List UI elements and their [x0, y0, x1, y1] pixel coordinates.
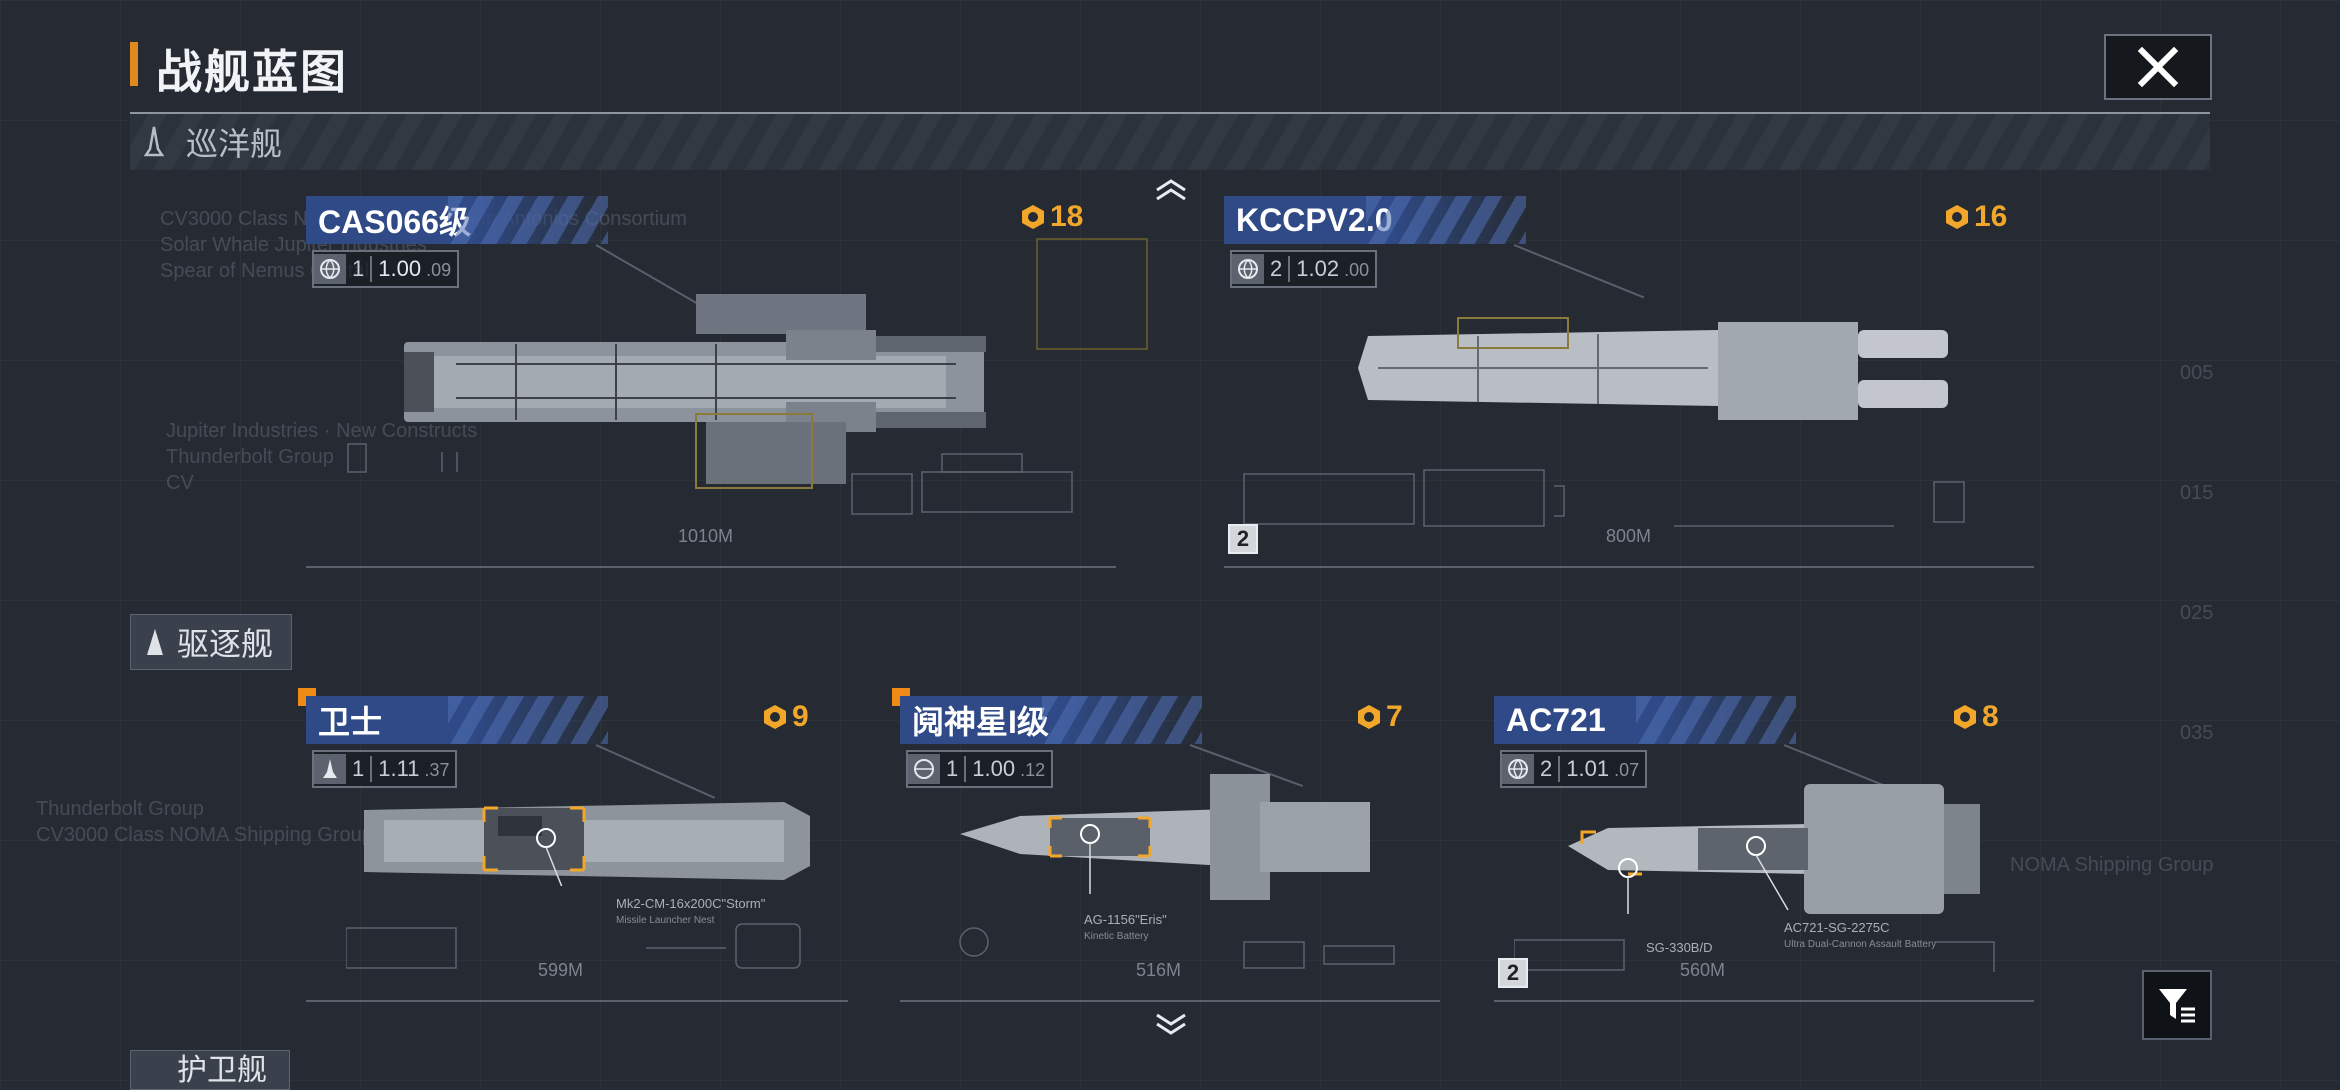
- ship-cost: 18: [1020, 200, 1083, 234]
- weapon-label-secondary: SG-330B/D: [1646, 940, 1713, 955]
- section-header-destroyer: 驱逐舰: [130, 614, 293, 670]
- filter-button[interactable]: [2142, 970, 2212, 1040]
- destroyer-icon: [147, 629, 163, 655]
- leader-line: [595, 744, 716, 799]
- ship-sprite: [1358, 317, 1948, 420]
- bg-text: 025: [2180, 602, 2214, 624]
- ship-card[interactable]: CAS066级 18 1 1.00 .09 1010M: [306, 196, 1148, 568]
- cost-hex-icon: [1946, 205, 1968, 229]
- section-label: 驱逐舰: [177, 626, 274, 662]
- globe-icon: [1232, 254, 1264, 284]
- ship-card[interactable]: 卫士 9 1 1.11 .37 Mk2-CM-16x200C"Storm"Mis…: [298, 688, 848, 1006]
- missile-icon: [314, 754, 346, 784]
- stat-sub: 07: [1619, 760, 1640, 780]
- ship-name: 阋神星I级: [900, 696, 1202, 744]
- close-button[interactable]: [2104, 34, 2212, 100]
- ship-stats: 2 1.01 .07: [1500, 750, 1648, 788]
- bg-text: 015: [2180, 482, 2214, 504]
- globe-icon: [314, 254, 346, 284]
- length-ruler: [306, 986, 848, 1002]
- count-badge: 2: [1228, 524, 1258, 554]
- ship-cost: 8: [1952, 700, 1999, 734]
- ship-stats: 1 1.00 .12: [906, 750, 1054, 788]
- divider: [130, 112, 2210, 114]
- stat-main: 1.02: [1296, 256, 1340, 281]
- ship-length: 516M: [1136, 960, 1182, 980]
- ship-card[interactable]: KCCPV2.0 16 2 1.02 .00 2 800M: [1224, 196, 2034, 568]
- ship-level: 1: [940, 756, 967, 782]
- stat-main: 1.01: [1566, 756, 1610, 781]
- ship-level: 1: [346, 256, 373, 282]
- ship-cost: 7: [1356, 700, 1403, 734]
- cruiser-icon: [143, 126, 165, 157]
- ship-name: 卫士: [306, 696, 608, 744]
- blueprint-sketch: [1514, 939, 1995, 972]
- ship-cost: 9: [762, 700, 809, 734]
- blueprint-sketch: [346, 923, 801, 969]
- ship-card[interactable]: 阋神星I级 7 1 1.00 .12 AG-1156"Eris"Kinetic …: [892, 688, 1440, 1006]
- length-ruler: [1494, 986, 2034, 1002]
- ship-length: 599M: [538, 960, 584, 980]
- ship-sprite: [1568, 784, 1980, 914]
- length-ruler: [900, 986, 1440, 1002]
- cost-hex-icon: [764, 705, 786, 729]
- target-frame: [1036, 238, 1148, 350]
- cost-hex-icon: [1954, 705, 1976, 729]
- count-badge: 2: [1498, 958, 1528, 988]
- stat-main: 1.11: [378, 756, 420, 781]
- bg-text: NOMA Shipping Group: [2010, 854, 2214, 876]
- close-icon: [2137, 46, 2179, 88]
- stat-main: 1.00: [378, 256, 422, 281]
- stat-sub: 12: [1025, 760, 1046, 780]
- chevron-down-icon[interactable]: [1154, 1012, 1188, 1036]
- length-ruler: [306, 552, 1116, 568]
- cost-hex-icon: [1022, 205, 1044, 229]
- globe-icon: [908, 754, 940, 784]
- title-accent: [130, 42, 138, 86]
- ship-name: CAS066级: [306, 196, 608, 244]
- bg-text: 035: [2180, 722, 2214, 744]
- ship-sprite: [404, 294, 986, 489]
- weapon-label: AG-1156"Eris"Kinetic Battery: [1084, 912, 1167, 942]
- chevron-up-icon[interactable]: [1154, 178, 1188, 202]
- blueprint-sketch: [347, 443, 1073, 515]
- ship-stats: 1 1.00 .09: [312, 250, 460, 288]
- length-ruler: [1224, 552, 2034, 568]
- ship-name: KCCPV2.0: [1224, 196, 1526, 244]
- section-header-next[interactable]: 护卫舰: [130, 1050, 290, 1090]
- ship-length: 800M: [1606, 526, 1652, 546]
- leader-line: [1513, 244, 1645, 299]
- ship-sprite: [960, 774, 1370, 900]
- bg-text: 005: [2180, 362, 2214, 384]
- filter-icon: [2159, 989, 2195, 1023]
- stat-sub: 37: [429, 760, 450, 780]
- stat-sub: 00: [1349, 260, 1370, 280]
- stat-main: 1.00: [972, 756, 1016, 781]
- blueprint-sketch: [959, 927, 1395, 969]
- ship-level: 2: [1264, 256, 1291, 282]
- ship-length: 1010M: [678, 526, 734, 546]
- blueprint-sketch: [1243, 469, 1965, 527]
- page-title: 战舰蓝图: [156, 46, 348, 98]
- ship-cost: 16: [1944, 200, 2007, 234]
- ship-level: 1: [346, 756, 373, 782]
- ship-level: 2: [1534, 756, 1561, 782]
- globe-icon: [1502, 754, 1534, 784]
- ship-name: AC721: [1494, 696, 1796, 744]
- ship-stats: 2 1.02 .00: [1230, 250, 1378, 288]
- section-header-cruiser: 巡洋舰: [130, 114, 2210, 170]
- ship-stats: 1 1.11 .37: [312, 750, 458, 788]
- section-label: 巡洋舰: [186, 126, 283, 162]
- weapon-label: Mk2-CM-16x200C"Storm"Missile Launcher Ne…: [616, 896, 766, 926]
- ship-length: 560M: [1680, 960, 1726, 980]
- stat-sub: 09: [431, 260, 452, 280]
- ship-sprite: [364, 802, 810, 886]
- cost-hex-icon: [1358, 705, 1380, 729]
